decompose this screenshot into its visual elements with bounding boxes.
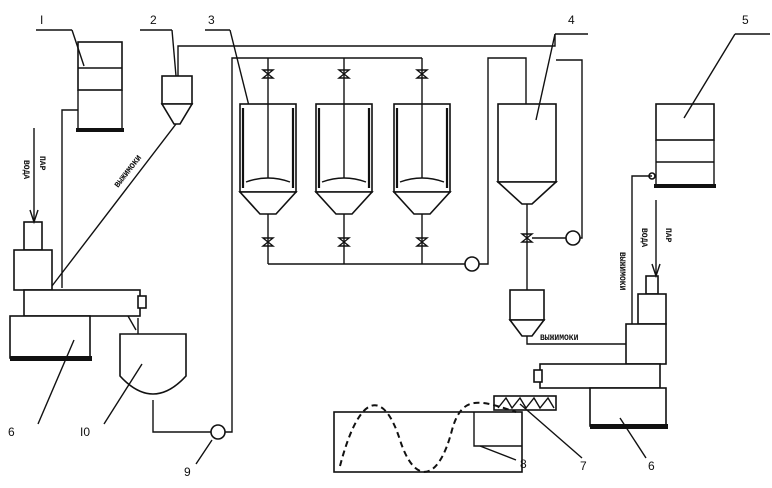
label-8: 8 (520, 457, 527, 471)
trough-8 (333, 401, 523, 473)
pipe-distribution (231, 57, 422, 230)
right-input-label-par: ПАР (663, 228, 672, 243)
hopper-2 (160, 75, 194, 125)
screw-press-right (533, 275, 668, 429)
pipe-to-tank-4 (479, 57, 527, 265)
vessel-10 (119, 318, 187, 395)
label-6-left-pointer (37, 339, 75, 425)
pump-tank-4 (565, 230, 581, 246)
label-1-pointer (71, 29, 85, 67)
label-4: 4 (568, 13, 575, 27)
pipe-recirculation (556, 59, 583, 239)
label-2-pointer (171, 29, 177, 77)
tank-1 (76, 41, 124, 132)
pipe-pomace-right (526, 336, 626, 345)
right-input-label-vyzhimoki: ВЫЖИМОКИ (617, 252, 626, 291)
extractor-tank-a (238, 58, 298, 264)
label-10: I0 (80, 425, 90, 439)
label-1: I (40, 13, 43, 27)
label-5: 5 (742, 13, 749, 27)
pipe-pomace-left (51, 123, 177, 287)
pipe-vessel-to-pump (152, 400, 212, 433)
label-9: 9 (184, 465, 191, 479)
pump-collector (464, 256, 480, 272)
label-3: 3 (208, 13, 215, 27)
extractor-tank-c (392, 58, 452, 264)
pipe-pump9-up (225, 230, 233, 433)
label-4-pointer (535, 33, 556, 121)
pipe-header-top (177, 34, 556, 76)
label-2: 2 (150, 13, 157, 27)
screw-conveyor-7 (493, 395, 557, 411)
hopper-under-tank-4 (508, 289, 546, 337)
pump-9 (210, 424, 226, 440)
left-input-label-par: ПАР (37, 156, 46, 171)
arrow-left-input (29, 209, 39, 225)
label-7: 7 (580, 459, 587, 473)
pipe-tank1-to-press (61, 109, 78, 288)
label-6-right-pointer (619, 417, 647, 459)
label-10-pointer (103, 363, 143, 425)
left-input-label-voda: ВОДА (21, 160, 30, 179)
label-9-pointer (195, 439, 213, 465)
arrow-right-input (651, 263, 661, 279)
right-input-label-voda: ВОДА (639, 228, 648, 247)
tank-5 (648, 103, 716, 188)
right-output-label: ВЫЖИМОКИ (540, 334, 579, 343)
tank-4 (495, 103, 559, 290)
pipe-tank5-to-press (631, 175, 652, 348)
extractor-tank-b (314, 58, 374, 264)
label-6-right: 6 (648, 459, 655, 473)
label-7-pointer (519, 403, 583, 459)
label-6-left: 6 (8, 425, 15, 439)
screw-press-left (9, 221, 147, 361)
label-5-pointer (683, 33, 736, 119)
label-8-pointer (479, 445, 517, 461)
